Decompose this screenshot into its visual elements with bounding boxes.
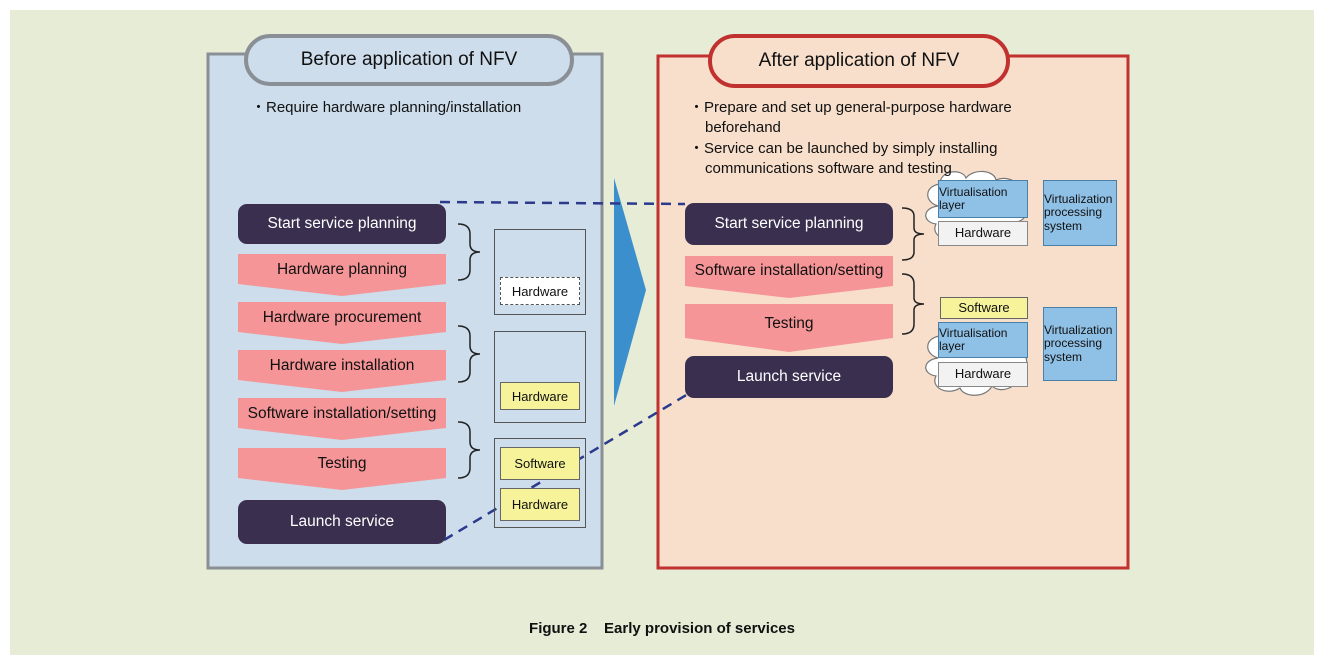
- left-step-shape-hw-procurement: [238, 302, 446, 344]
- left-software-box: Software: [500, 447, 580, 480]
- left-step-hardware-planning: Hardware planning: [276, 261, 408, 278]
- left-title-pill-shape: [244, 34, 574, 86]
- right-step-start-service-planning: Start service planning: [685, 203, 893, 245]
- left-bracket-1: [457, 223, 481, 281]
- left-step-shape-hw-installation: [238, 350, 446, 392]
- left-hardware-dashed-box: Hardware: [500, 277, 580, 305]
- right-bullet-1-line-2: beforehand: [705, 119, 781, 136]
- left-step-shape-testing: [238, 448, 446, 490]
- right-step-testing: Testing: [764, 315, 814, 332]
- left-bracket-2: [457, 325, 481, 383]
- right-title-pill-shape: [708, 34, 1010, 88]
- virtualization-processing-system-bottom: Virtualization processing system: [1043, 307, 1117, 381]
- right-bullet-2-line-2: communications software and testing: [705, 160, 952, 177]
- virtualisation-layer-box-bottom: Virtualisation layer: [938, 322, 1028, 358]
- right-step-launch-service: Launch service: [685, 356, 893, 398]
- left-hardware-box: Hardware: [500, 382, 580, 410]
- hardware-box-bottom: Hardware: [938, 362, 1028, 387]
- software-box-right: Software: [940, 297, 1028, 319]
- left-bullet: ・Require hardware planning/installation: [251, 99, 522, 116]
- left-step-software-installation: Software installation/setting: [247, 405, 437, 422]
- virtualisation-layer-box-top: Virtualisation layer: [938, 180, 1028, 218]
- left-step-shape-sw-installation: [238, 398, 446, 440]
- dashed-connector-top: [439, 200, 686, 206]
- left-container-2: [494, 331, 586, 423]
- right-step-shape-sw-installation: [685, 256, 893, 298]
- left-step-shape-hw-planning: [238, 254, 446, 296]
- left-container-1: [494, 229, 586, 315]
- left-step-hardware-installation: Hardware installation: [269, 357, 415, 374]
- left-bracket-3: [457, 421, 481, 479]
- left-panel-title: Before application of NFV: [300, 49, 518, 70]
- figure-caption: Figure 2 Early provision of services: [529, 620, 795, 637]
- left-step-testing: Testing: [317, 455, 367, 472]
- transition-arrow: [614, 178, 646, 406]
- right-bullet-1-line-1: ・Prepare and set up general-purpose hard…: [689, 99, 1012, 116]
- right-bullet-2-line-1: ・Service can be launched by simply insta…: [689, 140, 998, 157]
- right-bracket-1: [901, 207, 925, 261]
- right-step-software-installation: Software installation/setting: [694, 262, 884, 279]
- virtualization-processing-system-top: Virtualization processing system: [1043, 180, 1117, 246]
- left-hardware-bottom-box: Hardware: [500, 488, 580, 521]
- right-panel-title: After application of NFV: [758, 50, 960, 71]
- right-bracket-2: [901, 273, 925, 335]
- left-container-3: [494, 438, 586, 528]
- left-step-start-service-planning: Start service planning: [238, 204, 446, 244]
- hardware-box-top: Hardware: [938, 221, 1028, 246]
- left-step-launch-service: Launch service: [238, 500, 446, 544]
- right-step-shape-testing: [685, 304, 893, 352]
- left-step-hardware-procurement: Hardware procurement: [262, 309, 422, 326]
